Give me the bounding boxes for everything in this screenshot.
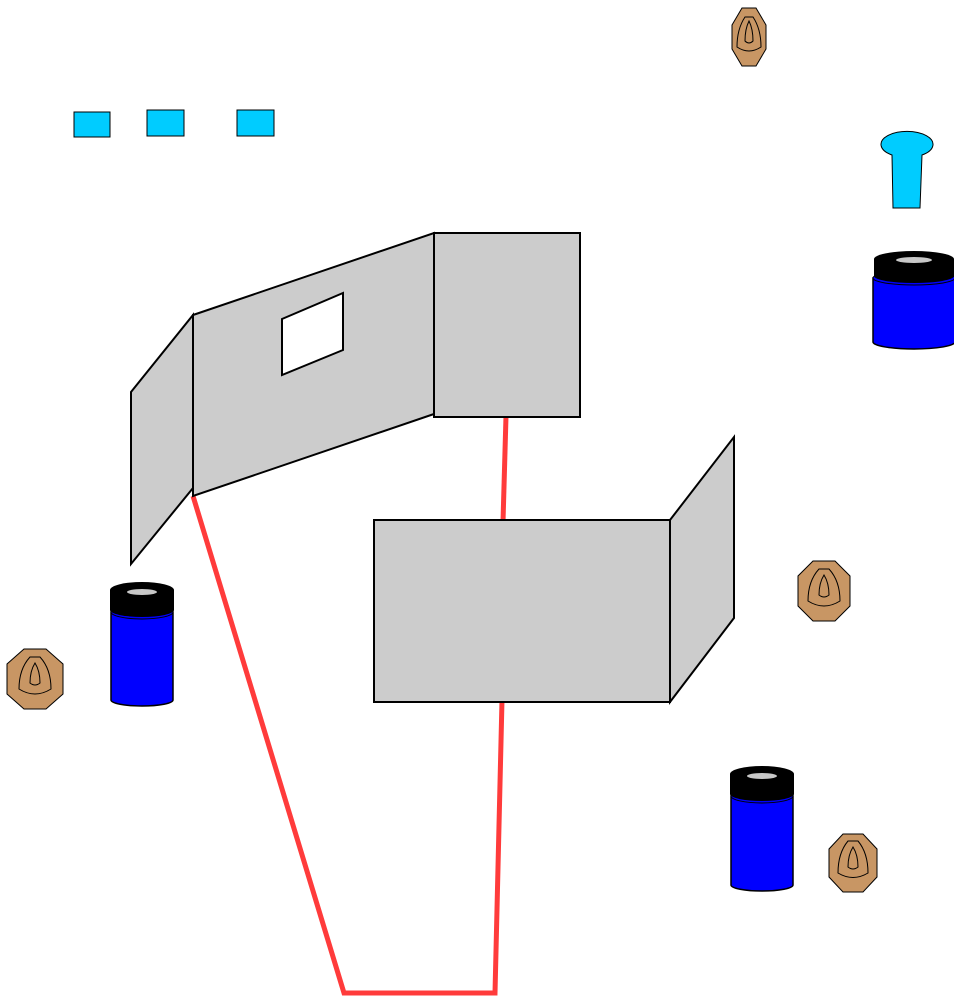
- small-marker-group: [73, 109, 275, 138]
- barrel-icon: [872, 251, 954, 350]
- steel-target-icon: [731, 7, 767, 67]
- wall-left-main-panel: [192, 231, 435, 498]
- wall-left-right-panel: [433, 232, 581, 418]
- cyan-small-marker-icon: [73, 111, 111, 138]
- route-line-connector: [500, 415, 509, 523]
- wall-left-side-panel: [130, 312, 194, 567]
- wall-right-front-panel: [373, 519, 671, 703]
- cyan-tall-marker-icon: [880, 130, 934, 209]
- route-line-main: [190, 495, 505, 996]
- steel-target-icon: [797, 560, 851, 622]
- steel-target-icon: [828, 833, 878, 893]
- route-line: [190, 415, 509, 996]
- steel-target-icon: [6, 648, 64, 710]
- cyan-small-marker-icon: [236, 109, 275, 137]
- barrel-icon: [110, 582, 174, 707]
- wall-right-side-panel: [669, 434, 735, 705]
- wall-left-assembly: [130, 231, 581, 567]
- cyan-small-marker-icon: [146, 109, 185, 137]
- wall-window: [281, 291, 344, 377]
- wall-right-assembly: [373, 434, 735, 705]
- barrel-icon: [730, 766, 794, 892]
